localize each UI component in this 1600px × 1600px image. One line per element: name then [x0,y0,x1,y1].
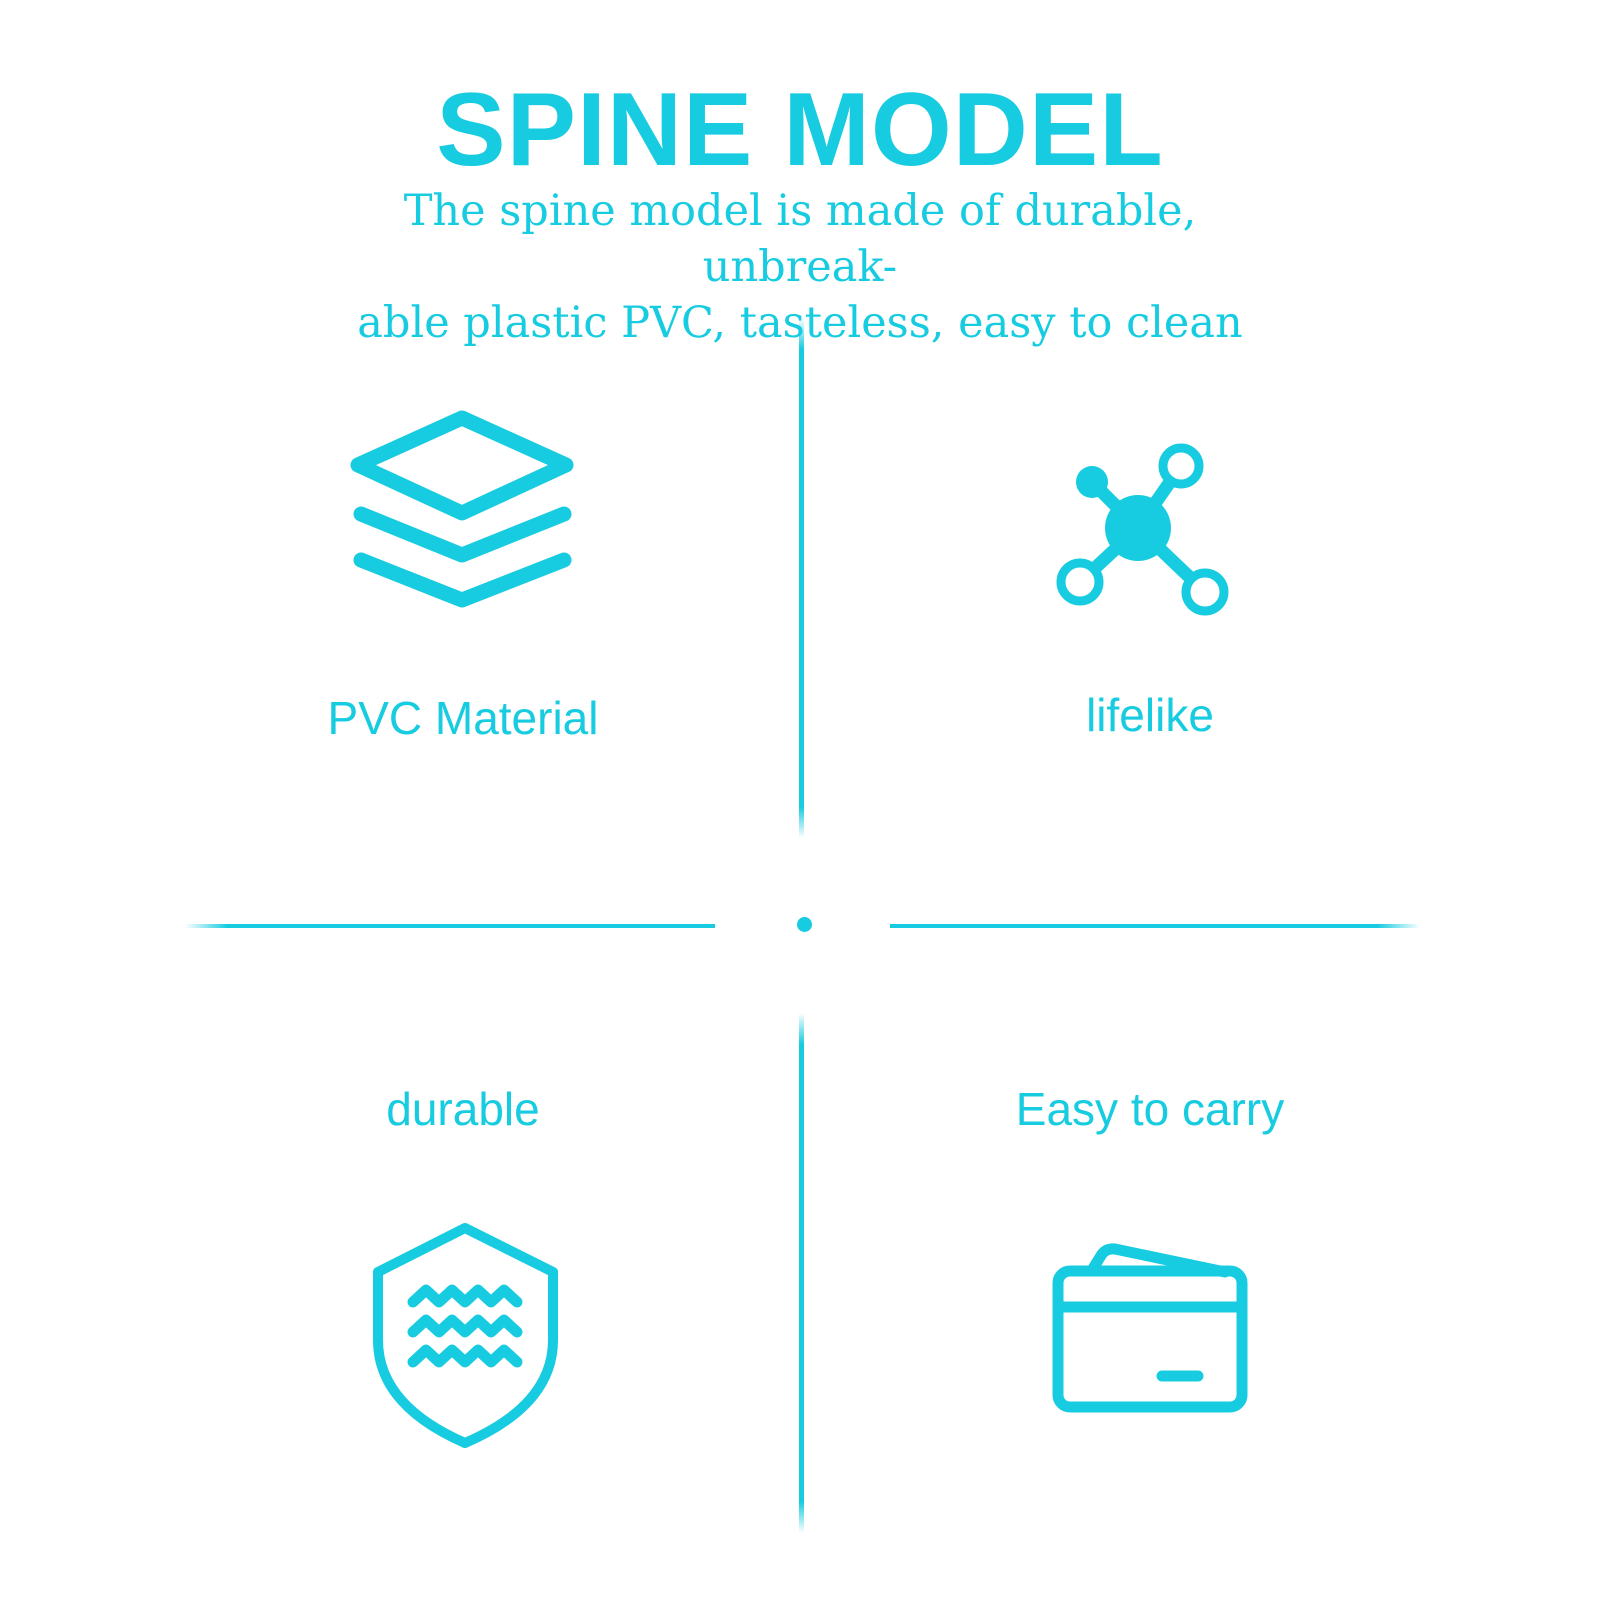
horizontal-divider-right [890,924,1420,928]
network-nodes-icon [1050,440,1240,625]
center-dot [797,917,812,932]
page-subtitle: The spine model is made of durable, unbr… [300,183,1300,351]
page-title: SPINE MODEL [436,72,1164,188]
feature-label-pvc-material: PVC Material [327,692,599,744]
horizontal-divider-left [185,924,715,928]
subtitle-line-1: The spine model is made of durable, unbr… [403,186,1197,292]
layers-icon [350,410,575,610]
feature-label-durable: durable [386,1083,540,1135]
vertical-divider-bottom [799,1013,804,1533]
feature-label-easy-to-carry: Easy to carry [1015,1083,1285,1135]
wallet-icon [1050,1240,1250,1415]
shield-waves-icon [368,1220,563,1450]
feature-label-lifelike: lifelike [1086,689,1214,741]
vertical-divider-top [799,318,804,838]
